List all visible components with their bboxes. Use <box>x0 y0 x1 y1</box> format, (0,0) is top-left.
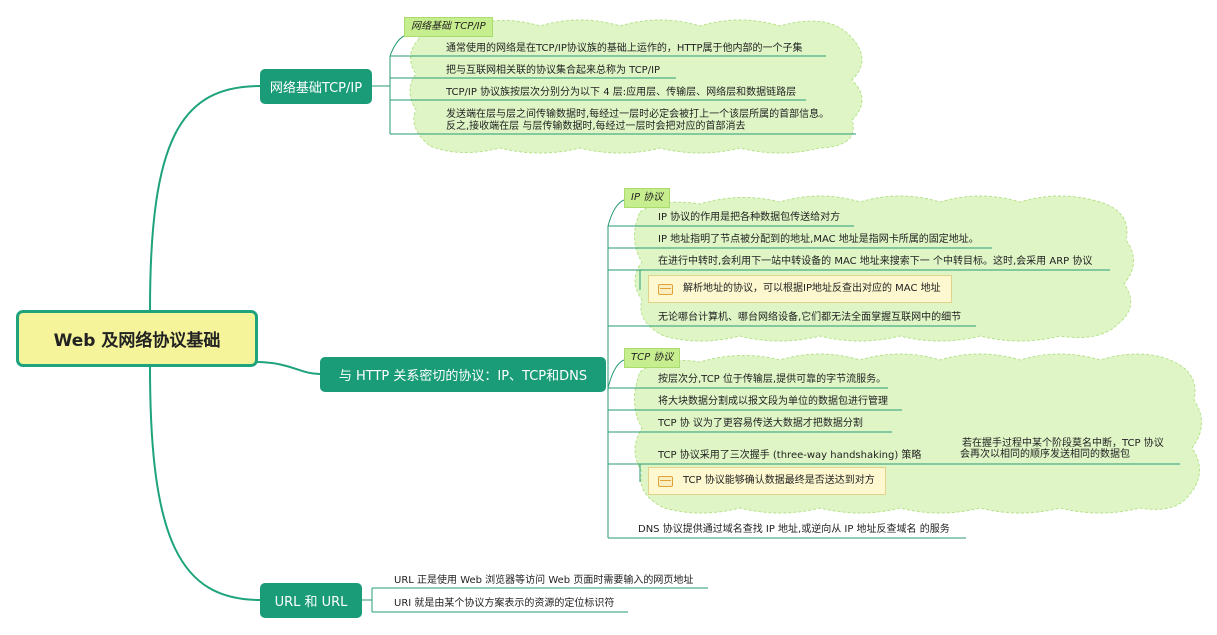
tag-ip-label: IP 协议 <box>631 192 664 203</box>
tcpip-item-1: 通常使用的网络是在TCP/IP协议族的基础上运作的，HTTP属于他内部的一个子集 <box>446 43 803 54</box>
root-connectors <box>149 85 321 601</box>
tcp-item-1: 按层次分,TCP 位于传输层,提供可靠的字节流服务。 <box>658 374 887 385</box>
tcp-handshake-note-2: 会再次以相同的顺序发送相同的数据包 <box>960 449 1130 460</box>
tag-tcpip: 网络基础 TCP/IP <box>404 17 493 37</box>
root-topic[interactable]: Web 及网络协议基础 <box>16 310 258 367</box>
cloud-ip <box>634 195 1134 342</box>
tag-ip-protocol: IP 协议 <box>624 188 671 208</box>
branch-url[interactable]: URL 和 URL <box>260 583 362 618</box>
tag-tcpip-label: 网络基础 TCP/IP <box>411 21 486 32</box>
tcp-note-box: TCP 协议能够确认数据最终是否送达到对方 <box>648 467 886 495</box>
ip-item-1: IP 协议的作用是把各种数据包传送给对方 <box>658 212 841 223</box>
tcpip-item-2: 把与互联网相关联的协议集合起来总称为 TCP/IP <box>446 65 661 76</box>
branch-http-protocols[interactable]: 与 HTTP 关系密切的协议：IP、TCP和DNS <box>320 357 606 392</box>
ip-note-box: 解析地址的协议，可以根据IP地址反查出对应的 MAC 地址 <box>648 275 952 303</box>
tcp-item-2: 将大块数据分割成以报文段为单位的数据包进行管理 <box>658 396 888 407</box>
tcp-handshake-note-1: 若在握手过程中某个阶段莫名中断，TCP 协议 <box>962 438 1164 449</box>
tcpip-connectors <box>372 35 856 135</box>
cloud-tcpip <box>409 19 863 154</box>
tag-tcp-label: TCP 协议 <box>631 352 674 363</box>
ip-item-4: 无论哪台计算机、哪台网络设备,它们都无法全面掌握互联网中的细节 <box>658 312 962 323</box>
ip-item-2: IP 地址指明了节点被分配到的地址,MAC 地址是指网卡所属的固定地址。 <box>658 234 979 245</box>
tcp-item-3: TCP 协 议为了更容易传送大数据才把数据分割 <box>658 418 863 429</box>
note-icon <box>658 476 673 487</box>
tag-tcp-protocol: TCP 协议 <box>624 348 681 368</box>
ip-note-text: 解析地址的协议，可以根据IP地址反查出对应的 MAC 地址 <box>683 283 941 294</box>
url-connectors <box>362 587 708 613</box>
tcp-note-text: TCP 协议能够确认数据最终是否送达到对方 <box>683 475 875 486</box>
tcpip-item-4b: 反之,接收端在层 与层传输数据时,每经过一层时会把对应的首部消去 <box>446 121 746 132</box>
tcp-item-4: TCP 协议采用了三次握手 (three-way handshaking) 策略 <box>658 450 922 461</box>
branch-tcpip[interactable]: 网络基础TCP/IP <box>260 69 372 104</box>
url-item-2: URI 就是由某个协议方案表示的资源的定位标识符 <box>394 598 615 609</box>
http-connectors <box>607 199 1180 539</box>
dns-item: DNS 协议提供通过域名查找 IP 地址,或逆向从 IP 地址反查域名 的服务 <box>638 524 950 535</box>
note-icon <box>658 284 673 295</box>
tcpip-item-4a: 发送端在层与层之间传输数据时,每经过一层时必定会被打上一个该层所属的首部信息。 <box>446 109 830 120</box>
url-item-1: URL 正是使用 Web 浏览器等访问 Web 页面时需要输入的网页地址 <box>394 575 694 586</box>
ip-item-3: 在进行中转时,会利用下一站中转设备的 MAC 地址来搜索下一 个中转目标。这时,… <box>658 256 1093 267</box>
tcpip-item-3: TCP/IP 协议族按层次分别分为以下 4 层:应用层、传输层、网络层和数据链路… <box>446 87 797 98</box>
